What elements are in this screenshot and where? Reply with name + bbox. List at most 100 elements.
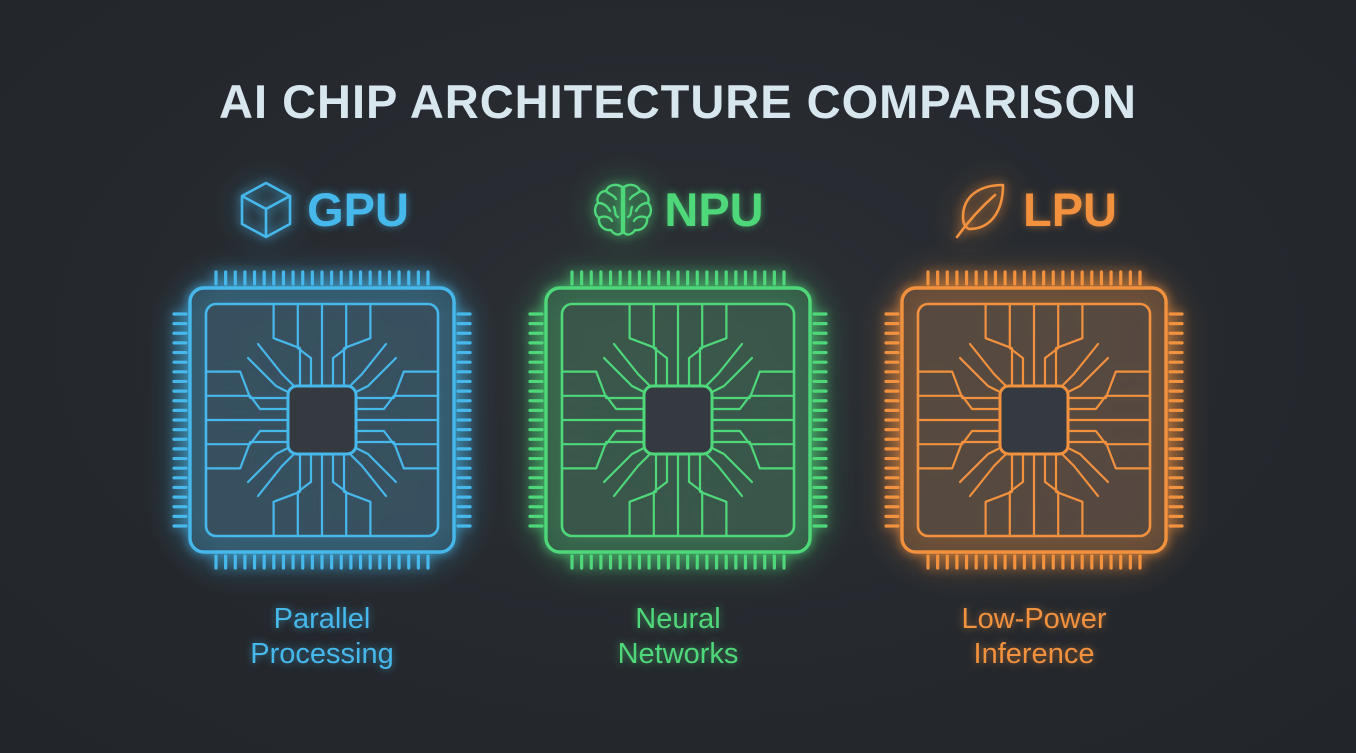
chip-description-npu: Neural Networks: [528, 602, 828, 672]
chip-trace: [612, 452, 652, 498]
chip-die: [286, 384, 358, 456]
chip-header-lpu: LPU: [884, 170, 1184, 250]
chip-trace: [272, 452, 302, 538]
chip-trace: [296, 452, 313, 538]
chip-diagram-lpu: [884, 270, 1184, 570]
chip-trace: [687, 302, 704, 388]
chip-trace: [710, 394, 796, 411]
chip-trace: [1054, 452, 1084, 538]
chip-trace: [704, 452, 744, 498]
chip-trace: [652, 452, 669, 538]
chip-trace: [1043, 452, 1060, 538]
leaf-icon: [955, 183, 1005, 239]
chip-header-npu: NPU: [528, 170, 828, 250]
chip-trace: [354, 370, 440, 400]
chip-trace: [348, 342, 388, 388]
brain-icon: [594, 183, 653, 236]
chip-trace: [354, 446, 398, 484]
chip-trace: [1066, 429, 1152, 446]
chip-trace: [1008, 452, 1025, 538]
chip-trace: [628, 452, 658, 538]
chip-trace: [698, 302, 728, 388]
chip-trace: [984, 302, 1014, 388]
chip-trace: [710, 370, 796, 400]
chip-trace: [1054, 302, 1084, 388]
chip-die: [642, 384, 714, 456]
chip-trace: [602, 356, 646, 394]
chip-trace: [342, 302, 372, 388]
chip-trace: [560, 429, 646, 446]
chip-die: [998, 384, 1070, 456]
chip-trace: [256, 342, 296, 388]
chip-description-line2-npu: Networks: [617, 638, 739, 670]
chip-trace: [354, 429, 440, 446]
chip-trace: [1066, 370, 1152, 400]
chip-trace: [698, 452, 728, 538]
chip-description-line1-lpu: Low-Power: [961, 603, 1107, 635]
chip-trace: [704, 342, 744, 388]
chip-trace: [1066, 356, 1110, 394]
chip-trace: [246, 446, 290, 484]
chip-trace: [628, 302, 658, 388]
chip-trace: [560, 370, 646, 400]
chip-name-gpu: GPU: [307, 183, 409, 236]
chip-trace: [1066, 440, 1152, 470]
chip-column-lpu: LPU Low-Power Inference: [884, 170, 1184, 690]
chip-trace: [602, 446, 646, 484]
chip-column-npu: NPU Neural Networks: [528, 170, 828, 690]
chip-trace: [916, 394, 1002, 411]
chip-trace: [710, 429, 796, 446]
chip-trace: [710, 446, 754, 484]
chip-trace: [256, 452, 296, 498]
chip-trace: [652, 302, 669, 388]
chip-trace: [984, 452, 1014, 538]
chip-trace: [342, 452, 372, 538]
chip-trace: [204, 440, 290, 470]
chip-description-line1-npu: Neural: [635, 603, 721, 635]
chip-trace: [1066, 446, 1110, 484]
chip-trace: [354, 356, 398, 394]
chip-column-gpu: GPU Parallel Processing: [172, 170, 472, 690]
chip-trace: [331, 452, 348, 538]
chip-trace: [1066, 394, 1152, 411]
chip-trace: [958, 446, 1002, 484]
chip-graphic-npu: [528, 270, 828, 570]
chip-trace: [968, 342, 1008, 388]
page-title: AI CHIP ARCHITECTURE COMPARISON: [219, 75, 1137, 128]
chip-trace: [204, 370, 290, 400]
chip-description-line2-gpu: Processing: [250, 638, 394, 670]
chip-graphic-lpu: [884, 270, 1184, 570]
chip-diagram-npu: [528, 270, 828, 570]
chip-trace: [560, 394, 646, 411]
chip-diagram-gpu: [172, 270, 472, 570]
chip-trace: [204, 429, 290, 446]
chip-trace: [560, 440, 646, 470]
chip-description-line2-lpu: Inference: [973, 638, 1095, 670]
chip-name-npu: NPU: [664, 183, 764, 236]
chip-description-line1-gpu: Parallel: [273, 603, 371, 635]
chip-trace: [204, 394, 290, 411]
chip-graphic-gpu: [172, 270, 472, 570]
chip-trace: [612, 342, 652, 388]
chip-description-lpu: Low-Power Inference: [884, 602, 1184, 672]
chip-trace: [968, 452, 1008, 498]
chip-trace: [1008, 302, 1025, 388]
chip-trace: [331, 302, 348, 388]
chip-trace: [1060, 342, 1100, 388]
chip-trace: [916, 440, 1002, 470]
chip-trace: [687, 452, 704, 538]
chip-trace: [916, 429, 1002, 446]
chip-trace: [354, 394, 440, 411]
chip-trace: [354, 440, 440, 470]
chip-trace: [958, 356, 1002, 394]
chip-trace: [246, 356, 290, 394]
chip-trace: [1043, 302, 1060, 388]
chip-trace: [916, 370, 1002, 400]
cube-icon: [240, 181, 292, 239]
chip-trace: [710, 356, 754, 394]
chip-trace: [272, 302, 302, 388]
chip-trace: [1060, 452, 1100, 498]
chip-name-lpu: LPU: [1023, 183, 1117, 236]
chip-trace: [348, 452, 388, 498]
chip-trace: [710, 440, 796, 470]
